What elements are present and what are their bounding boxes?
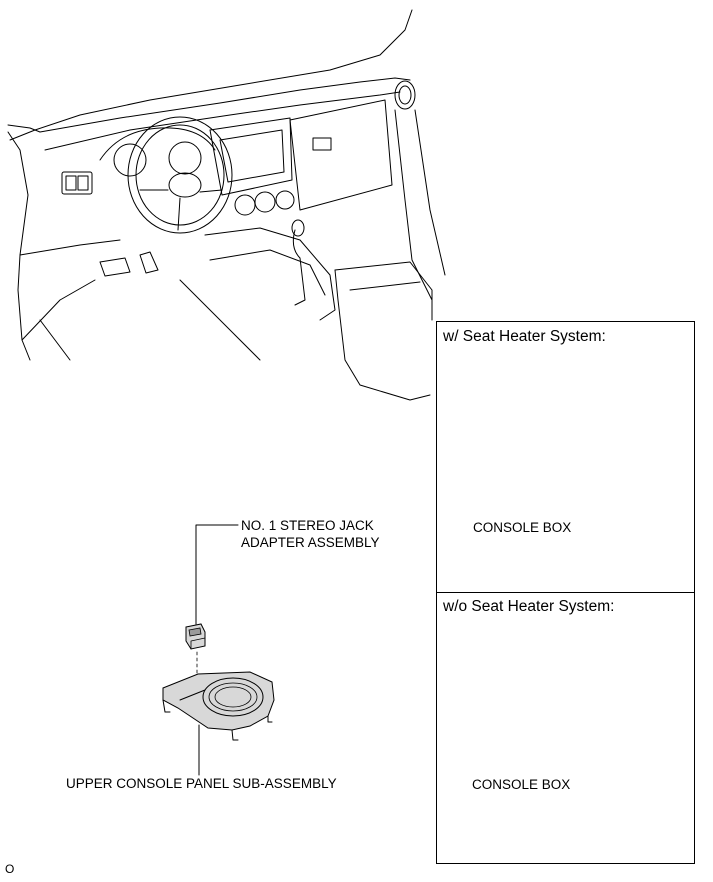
stereo-jack-label-line1: NO. 1 STEREO JACK [241, 518, 374, 533]
dashboard-drawing [7, 9, 446, 401]
stereo-jack-leader-line [195, 524, 239, 625]
panel-with-seat-heater-title: w/ Seat Heater System: [443, 328, 606, 345]
stereo-jack-label: NO. 1 STEREO JACK ADAPTER ASSEMBLY [241, 517, 380, 551]
stereo-jack-adapter-drawing [185, 623, 206, 650]
panel-without-seat-heater-title: w/o Seat Heater System: [443, 598, 615, 615]
stereo-jack-label-line2: ADAPTER ASSEMBLY [241, 535, 380, 550]
upper-console-label: UPPER CONSOLE PANEL SUB-ASSEMBLY [66, 776, 337, 791]
figure-code: O [5, 862, 15, 876]
console-box-label-1: CONSOLE BOX [473, 520, 572, 535]
panel-with-seat-heater: w/ Seat Heater System: CONSOLE BOX [436, 321, 695, 593]
panel-without-seat-heater: w/o Seat Heater System: CONSOLE BOX [436, 592, 695, 864]
upper-console-panel-drawing [162, 671, 275, 741]
console-box-label-2: CONSOLE BOX [472, 777, 571, 792]
